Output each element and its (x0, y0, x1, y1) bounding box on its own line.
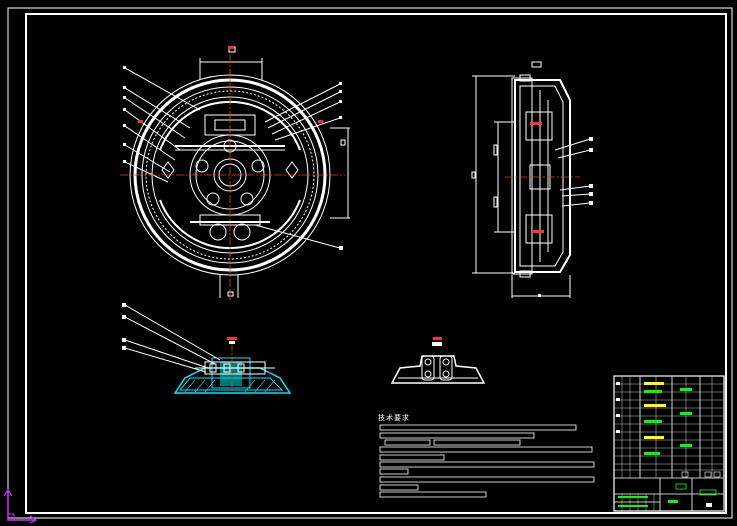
technical-requirements-heading: 技术要求 (378, 414, 410, 422)
front-view-drum-brake[interactable] (124, 46, 350, 298)
detail-view-left[interactable] (122, 303, 292, 395)
front-view-centre-lines (120, 55, 345, 300)
side-view-red-marks (530, 122, 544, 233)
detail-middle-red-mark (433, 337, 442, 340)
front-view-red-marks (138, 46, 323, 123)
ucs-axis-icon (3, 488, 38, 524)
sheet-border (7, 7, 733, 519)
title-block-grid (614, 376, 724, 511)
front-view-balloons (123, 66, 343, 250)
side-view-balloons (538, 137, 593, 297)
title-block-text-marks (616, 382, 721, 507)
technical-requirements-text[interactable] (379, 424, 595, 498)
detail-view-middle[interactable] (390, 342, 486, 384)
side-section-view[interactable] (471, 61, 591, 298)
title-block[interactable] (613, 375, 725, 512)
